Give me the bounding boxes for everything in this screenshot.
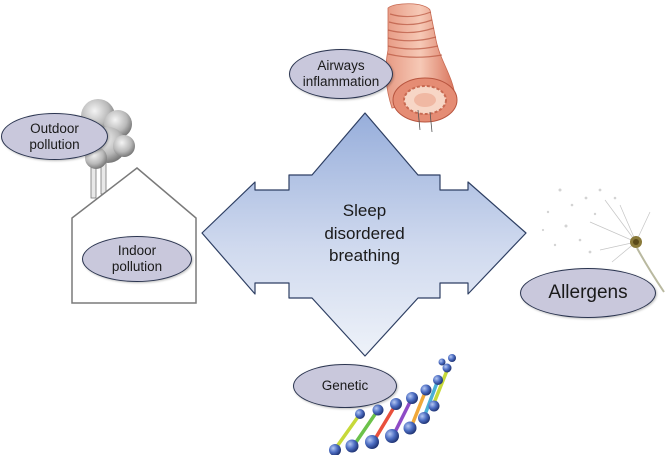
allergens-label-text: Allergens: [548, 282, 628, 304]
outdoor-label-line2: pollution: [29, 136, 80, 152]
airways-label-line2: inflammation: [302, 74, 380, 89]
indoor-pollution-label: Indoor pollution: [82, 236, 192, 282]
center-label-line3: breathing: [329, 246, 400, 266]
airways-inflammation-label: Airways inflammation: [289, 49, 393, 99]
center-label-line2: disordered: [324, 223, 405, 243]
genetic-label-text: Genetic: [321, 378, 369, 394]
genetic-label: Genetic: [293, 364, 397, 408]
dna-helix-icon: [329, 354, 456, 456]
outdoor-label-line1: Outdoor: [30, 120, 79, 136]
center-label-line1: Sleep: [342, 200, 387, 220]
airways-label-line1: Airways: [317, 58, 365, 74]
allergens-label: Allergens: [520, 268, 656, 318]
four-way-arrow: [201, 112, 527, 357]
center-label: Sleep disordered breathing: [292, 190, 437, 278]
indoor-label-line2: pollution: [111, 259, 163, 274]
outdoor-pollution-label: Outdoor pollution: [1, 113, 108, 160]
indoor-label-line1: Indoor: [117, 243, 157, 259]
airway-tube-icon: [385, 3, 458, 133]
dandelion-icon: [541, 188, 665, 293]
